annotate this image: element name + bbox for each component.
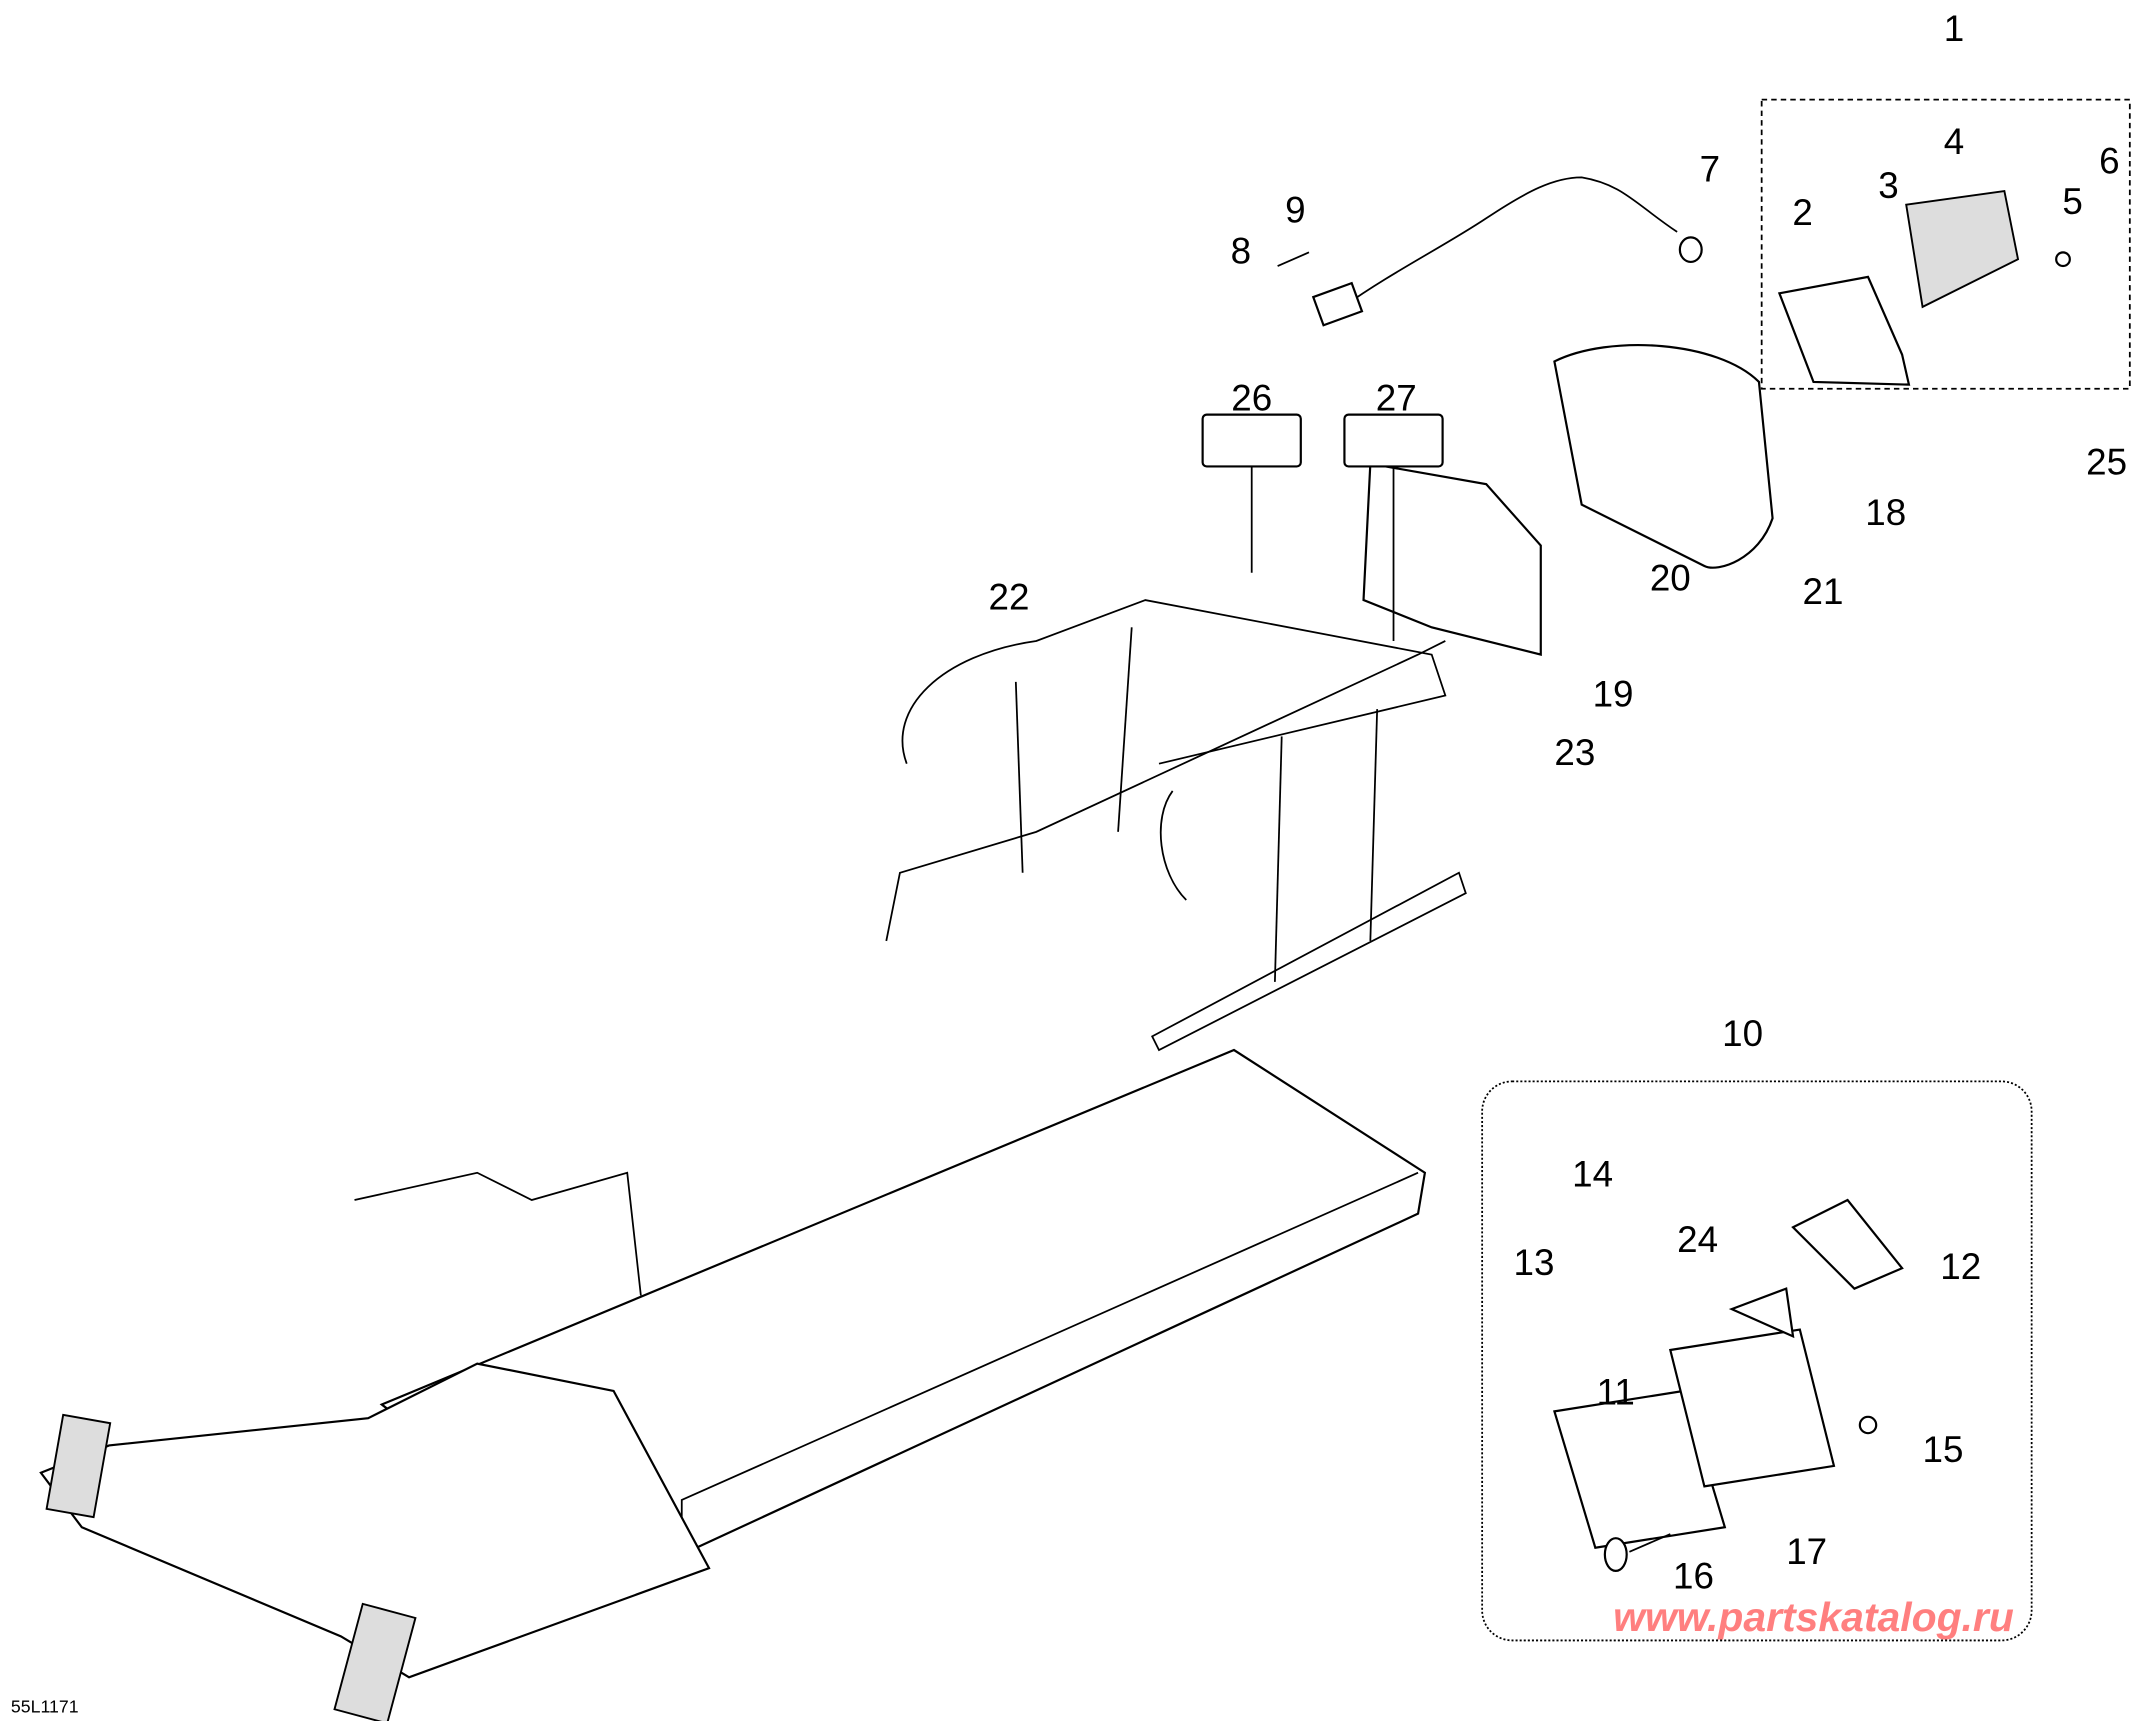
tail-light xyxy=(1362,189,2071,657)
callout-23: 23 xyxy=(1554,732,1595,773)
callout-12: 12 xyxy=(1940,1246,1981,1287)
callout-6: 6 xyxy=(2099,140,2119,181)
cargo-rack xyxy=(885,599,1467,1052)
callout-8: 8 xyxy=(1231,230,1251,271)
callout-1: 1 xyxy=(1944,8,1964,49)
watermark: www.partskatalog.ru xyxy=(1613,1594,2014,1640)
callout-22: 22 xyxy=(989,577,1030,618)
callout-26: 26 xyxy=(1231,378,1272,419)
callout-15: 15 xyxy=(1923,1429,1964,1470)
assembly-box-hitch xyxy=(1481,1080,2033,1642)
drawing-code: 55L1171 xyxy=(11,1697,79,1717)
assembly-box-taillight xyxy=(1760,98,2131,390)
callout-2: 2 xyxy=(1792,192,1812,233)
wiring-harness xyxy=(1277,176,1703,327)
callout-10: 10 xyxy=(1722,1013,1763,1054)
callout-17: 17 xyxy=(1786,1531,1827,1572)
callout-5: 5 xyxy=(2062,181,2082,222)
callout-27: 27 xyxy=(1376,378,1417,419)
callout-13: 13 xyxy=(1513,1242,1554,1283)
warning-label-27 xyxy=(1343,413,1444,641)
callout-labels: 1 2 3 4 5 6 7 8 9 10 11 12 13 14 15 16 1… xyxy=(989,8,2128,1597)
callout-25: 25 xyxy=(2086,442,2127,483)
callout-21: 21 xyxy=(1803,571,1844,612)
chassis-frame xyxy=(39,1048,1427,1721)
callout-16: 16 xyxy=(1673,1556,1714,1597)
callout-3: 3 xyxy=(1878,165,1898,206)
hitch-assembly xyxy=(1553,1198,1904,1572)
callout-7: 7 xyxy=(1700,148,1720,189)
callout-24: 24 xyxy=(1677,1219,1718,1260)
callout-14: 14 xyxy=(1572,1153,1613,1194)
callout-19: 19 xyxy=(1593,673,1634,714)
callout-11: 11 xyxy=(1597,1372,1635,1413)
callout-9: 9 xyxy=(1285,189,1305,230)
callout-18: 18 xyxy=(1865,492,1906,533)
warning-label-26 xyxy=(1201,413,1302,573)
callout-4: 4 xyxy=(1944,121,1964,162)
callout-20: 20 xyxy=(1650,558,1691,599)
